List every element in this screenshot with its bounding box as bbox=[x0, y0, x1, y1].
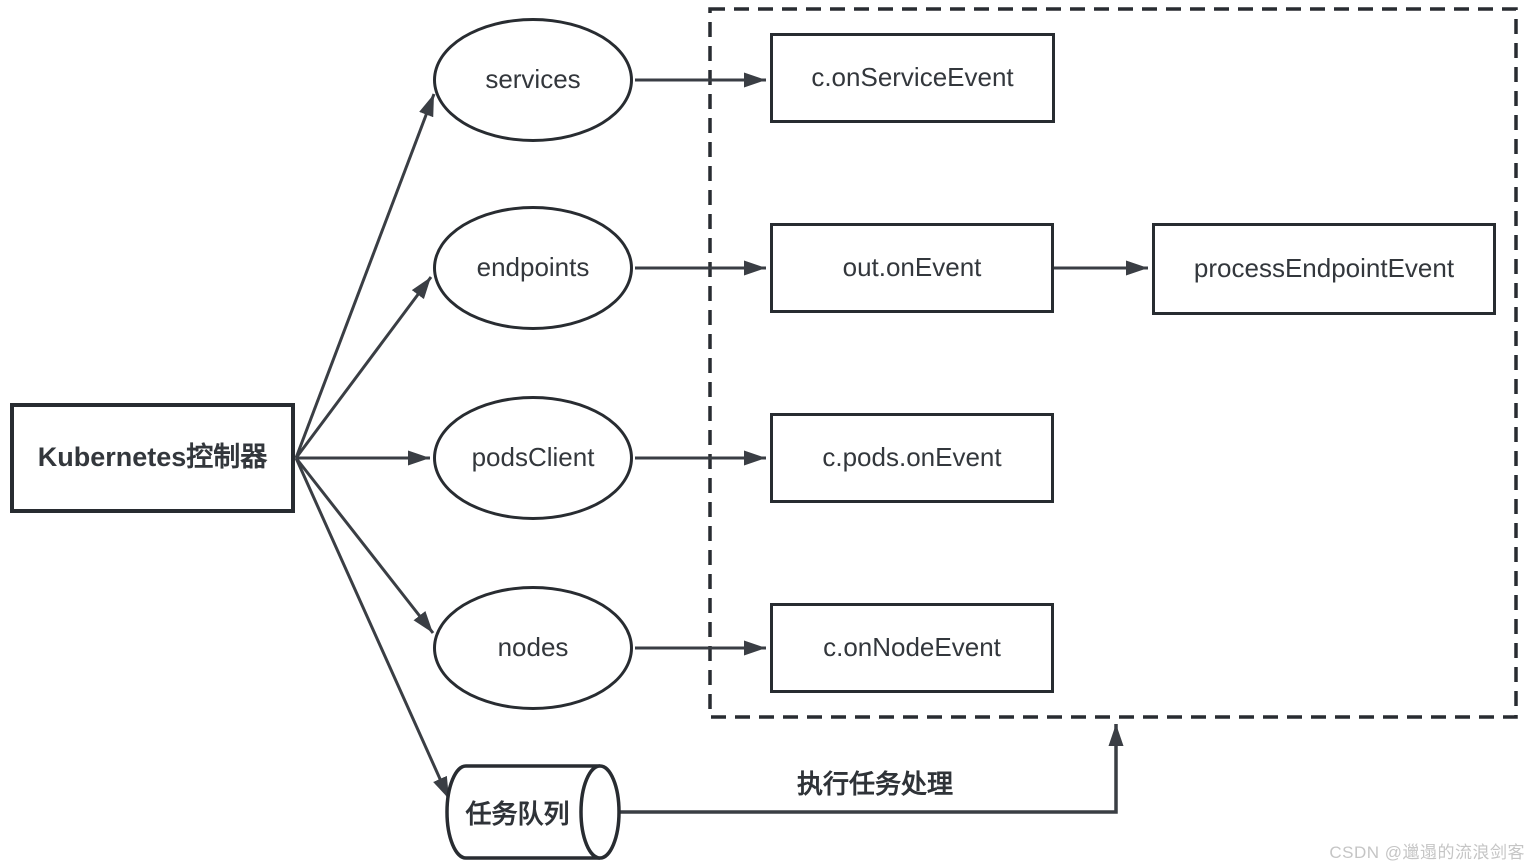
resource-label: podsClient bbox=[471, 442, 595, 473]
arrow-controller-to-nodes bbox=[294, 457, 435, 634]
handler-node-podsonevent: c.pods.onEvent bbox=[770, 413, 1054, 503]
resource-node-nodes: nodes bbox=[433, 586, 633, 710]
resource-label: services bbox=[485, 64, 581, 95]
arrow-controller-to-queue bbox=[294, 457, 451, 800]
resource-node-services: services bbox=[433, 18, 633, 142]
handler-label: c.pods.onEvent bbox=[822, 442, 1002, 473]
arrow-controller-to-endpoints bbox=[294, 276, 433, 459]
resource-node-podsclient: podsClient bbox=[433, 396, 633, 520]
handler-node-outonevent: out.onEvent bbox=[770, 223, 1054, 313]
handler-node-processendpointevent: processEndpointEvent bbox=[1152, 223, 1496, 315]
resource-node-endpoints: endpoints bbox=[433, 206, 633, 330]
handler-group-dashed-box bbox=[708, 7, 1518, 719]
resource-label: endpoints bbox=[476, 252, 590, 283]
handler-label: c.onNodeEvent bbox=[823, 632, 1001, 663]
handler-label: processEndpointEvent bbox=[1193, 253, 1455, 284]
queue-arrow-label: 执行任务处理 bbox=[796, 769, 953, 799]
handler-label: out.onEvent bbox=[842, 252, 982, 283]
handler-node-onnodeevent: c.onNodeEvent bbox=[770, 603, 1054, 693]
arrow-controller-to-services bbox=[294, 93, 436, 459]
kubernetes-controller-node: Kubernetes控制器 bbox=[10, 403, 295, 513]
arrow-queue-to-handler-group bbox=[620, 724, 1124, 814]
task-queue-label: 任务队列 bbox=[465, 798, 570, 829]
kubernetes-controller-label: Kubernetes控制器 bbox=[37, 442, 268, 473]
resource-label: nodes bbox=[497, 632, 569, 663]
task-queue-cylinder bbox=[445, 764, 621, 860]
handler-node-onserviceevent: c.onServiceEvent bbox=[770, 33, 1055, 123]
csdn-watermark: CSDN @邋遢的流浪剑客 bbox=[1329, 843, 1525, 862]
handler-label: c.onServiceEvent bbox=[811, 62, 1014, 93]
